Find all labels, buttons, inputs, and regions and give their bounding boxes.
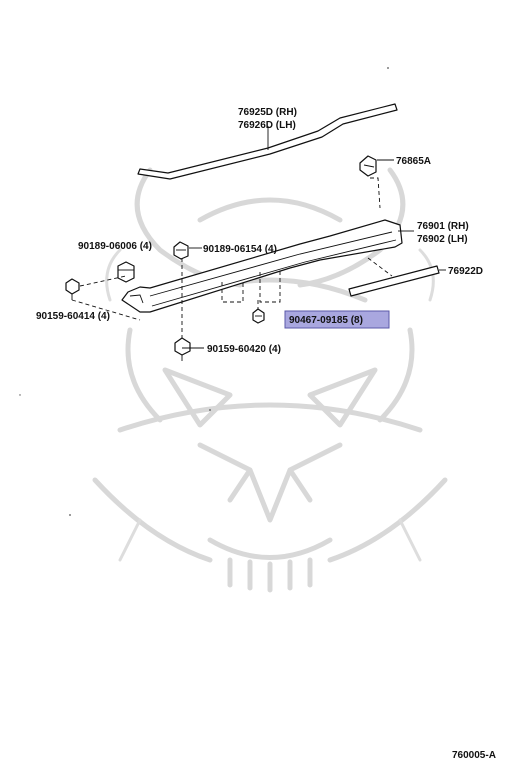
molding-strip-part — [348, 265, 440, 297]
part-label[interactable]: 76922D — [448, 266, 483, 277]
nut-icon — [173, 241, 189, 260]
part-label[interactable]: 90159-60420 (4) — [207, 344, 281, 355]
samurai-helmet-watermark — [92, 167, 448, 593]
part-label[interactable]: 76926D (LH) — [238, 120, 296, 131]
part-label[interactable]: 76902 (LH) — [417, 234, 468, 245]
part-label[interactable]: 90189-06006 (4) — [78, 241, 152, 252]
highlight-box — [284, 310, 390, 329]
part-label[interactable]: 90189-06154 (4) — [203, 244, 277, 255]
bolt-icon — [252, 308, 265, 324]
part-label[interactable]: 76925D (RH) — [238, 107, 297, 118]
rocker-panel-part — [121, 219, 403, 313]
screw-icon — [174, 337, 191, 361]
part-label[interactable]: 90159-60414 (4) — [36, 311, 110, 322]
figure-code: 760005-A — [452, 750, 496, 761]
highlighted-part-label[interactable]: 90467-09185 (8) — [289, 315, 363, 326]
clip-icon — [359, 155, 377, 177]
screw-icon — [65, 278, 80, 300]
grommet-icon — [117, 261, 135, 283]
part-label[interactable]: 76901 (RH) — [417, 221, 469, 232]
assembly-dashed-lines — [71, 177, 393, 338]
part-label[interactable]: 76865A — [396, 156, 431, 167]
